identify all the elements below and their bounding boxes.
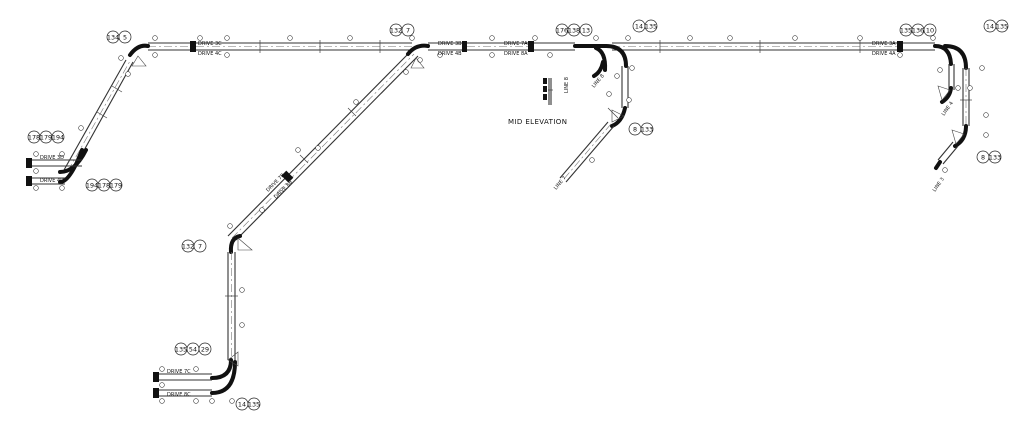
top-run-supports	[152, 35, 936, 58]
drive-7c-label: DRIVE 7C	[167, 369, 191, 375]
svg-text:135: 135	[996, 23, 1008, 31]
drive-8a-label: DRIVE 8A	[504, 51, 528, 57]
drive-4a-label: DRIVE 4A	[872, 51, 896, 57]
svg-text:8: 8	[633, 126, 637, 134]
lower-vertical-run	[210, 252, 245, 395]
drive-3c-label: DRIVE 3C	[198, 41, 222, 47]
line-3-label: LINE 3	[932, 177, 946, 193]
callout-194-178-179: 194 178 179	[85, 178, 123, 192]
callout-132-7-lower: 132 7	[181, 239, 207, 253]
callout-176-138-13: 176 138 13	[555, 23, 593, 37]
svg-text:14: 14	[635, 23, 643, 31]
svg-text:194: 194	[52, 134, 64, 142]
svg-text:135: 135	[175, 346, 187, 354]
callout-14-135-right: 14 135	[983, 19, 1009, 33]
svg-text:176: 176	[556, 27, 568, 35]
drive-8c-label: DRIVE 8C	[167, 392, 191, 398]
svg-text:7: 7	[406, 27, 410, 35]
callout-132-7-top: 132 7	[389, 23, 415, 37]
top-run-ticks	[259, 40, 861, 53]
drive-3a-label: DRIVE 3A	[872, 41, 896, 47]
right-drop-run	[933, 44, 989, 173]
drive-7a-label: DRIVE 7A	[504, 41, 528, 47]
mid-drop-run	[559, 44, 635, 183]
left-incline-run	[58, 43, 150, 184]
callout-14-135-bottom: 14 135	[235, 397, 261, 411]
drive-labels: DRIVE 3C DRIVE 4C DRIVE 3B DRIVE 4B DRIV…	[40, 41, 896, 398]
line-labels: LINE 8 LINE 8 LINE 7 LINE 4 LINE 3	[553, 73, 955, 193]
top-drive-blocks	[190, 41, 903, 52]
callout-14-135-mid: 14 135	[632, 19, 658, 33]
svg-text:132: 132	[182, 243, 194, 251]
drive-4b-label: DRIVE 4B	[438, 51, 462, 57]
svg-text:54: 54	[189, 346, 197, 354]
svg-text:132: 132	[390, 27, 402, 35]
mid-elevation-view	[543, 78, 553, 105]
svg-text:135: 135	[248, 401, 260, 409]
svg-text:5: 5	[123, 34, 127, 42]
svg-text:179: 179	[110, 182, 122, 190]
svg-text:138: 138	[568, 27, 580, 35]
callout-135-54-29: 135 54 29	[174, 342, 212, 356]
left-drive-lines	[26, 151, 82, 191]
svg-text:10: 10	[926, 27, 934, 35]
svg-text:178: 178	[28, 134, 40, 142]
callout-134-5: 134 5	[106, 30, 132, 44]
svg-text:135: 135	[645, 23, 657, 31]
svg-text:135: 135	[900, 27, 912, 35]
svg-text:133: 133	[641, 126, 653, 134]
svg-text:7: 7	[198, 243, 202, 251]
svg-text:14: 14	[238, 401, 246, 409]
line-7-label: LINE 7	[553, 175, 568, 191]
svg-text:179: 179	[40, 134, 52, 142]
svg-text:134: 134	[107, 34, 119, 42]
svg-text:133: 133	[989, 154, 1001, 162]
svg-text:178: 178	[98, 182, 110, 190]
drive-3d-label: DRIVE 3D	[40, 155, 64, 161]
drive-4d-label: DRIVE 4D	[40, 178, 64, 184]
svg-text:13: 13	[582, 27, 590, 35]
bottom-drive-lines	[153, 366, 235, 404]
drive-3b-label: DRIVE 3B	[438, 41, 462, 47]
callout-8-133-mid: 8 133	[628, 122, 654, 136]
svg-text:194: 194	[86, 182, 98, 190]
callout-8-133-right: 8 133	[976, 150, 1002, 164]
svg-text:14: 14	[986, 23, 994, 31]
mid-elevation-title: MID ELEVATION	[508, 118, 567, 126]
top-pipe-run	[148, 42, 935, 51]
svg-text:136: 136	[912, 27, 924, 35]
svg-text:8: 8	[981, 154, 985, 162]
drive-4c-label: DRIVE 4C	[198, 51, 222, 57]
callout-178-179-194: 178 179 194	[27, 130, 65, 144]
callout-135-136-10: 135 136 10	[899, 23, 937, 37]
diagonal-run	[227, 43, 430, 254]
line-8-mid-elevation-label: LINE 8	[564, 77, 570, 93]
svg-text:29: 29	[201, 346, 209, 354]
